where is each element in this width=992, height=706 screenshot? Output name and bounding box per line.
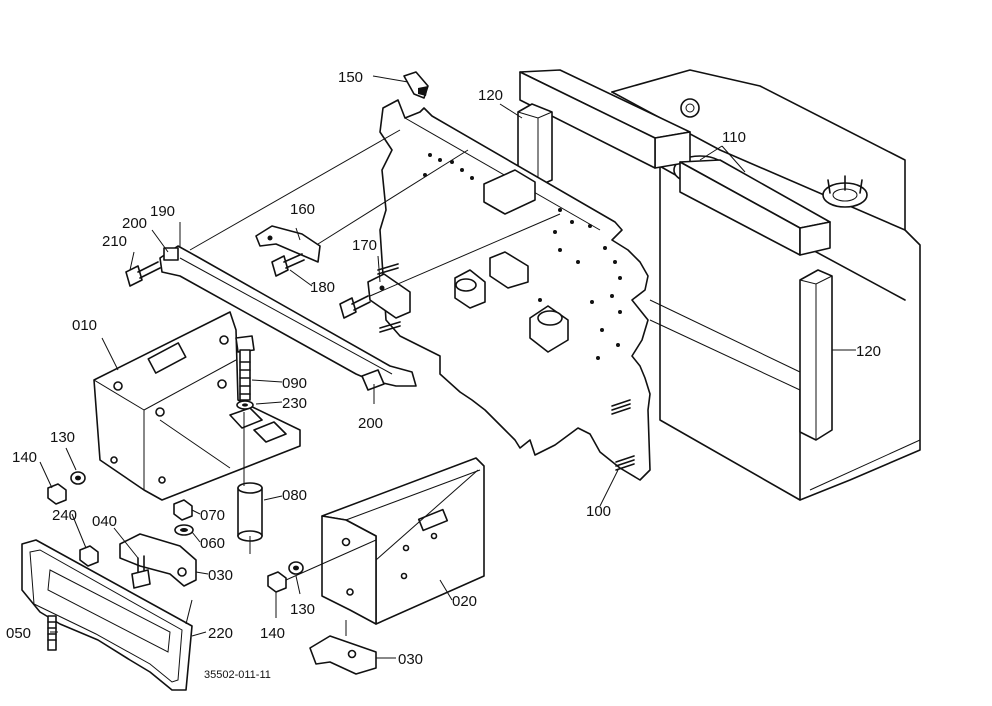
label-150: 150 <box>338 69 363 86</box>
label-170: 170 <box>352 237 377 254</box>
main-plate-100 <box>377 99 651 481</box>
label-100: 100 <box>586 503 611 520</box>
bolt-180 <box>271 253 305 277</box>
drawing-code: 35502-011-11 <box>204 669 271 681</box>
label-020: 020 <box>452 593 477 610</box>
label-050: 050 <box>6 625 31 642</box>
washer-130-left <box>70 471 86 485</box>
label-140-left: 140 <box>12 449 37 466</box>
label-140-right: 140 <box>260 625 285 642</box>
label-090: 090 <box>282 375 307 392</box>
bracket-020 <box>321 457 485 625</box>
washer-230 <box>236 400 254 410</box>
bracket-030-left <box>119 533 197 587</box>
label-070: 070 <box>200 507 225 524</box>
strap-190 <box>159 245 417 391</box>
leader-lines <box>39 75 856 659</box>
label-210: 210 <box>102 233 127 250</box>
label-080: 080 <box>282 487 307 504</box>
bracket-030-lower <box>309 635 377 675</box>
tank-cushion-upper-110 <box>519 69 831 256</box>
clip-150 <box>403 71 429 99</box>
label-030-left: 030 <box>208 567 233 584</box>
collar-080 <box>237 482 263 542</box>
washer-060 <box>174 524 194 536</box>
label-030-lower: 030 <box>398 651 423 668</box>
bolt-090 <box>235 335 255 401</box>
label-120-side: 120 <box>856 343 881 360</box>
bracket-170 <box>367 273 411 319</box>
label-130-left: 130 <box>50 429 75 446</box>
nut-140-left <box>47 483 67 505</box>
nut-240 <box>79 545 99 567</box>
label-220: 220 <box>208 625 233 642</box>
nut-070 <box>173 499 193 521</box>
nut-140-right <box>267 571 287 593</box>
label-040: 040 <box>92 513 117 530</box>
label-200-left: 200 <box>122 215 147 232</box>
bracket-160 <box>255 225 321 263</box>
washer-130-right <box>288 561 304 575</box>
bolt-180-b <box>339 295 371 319</box>
label-240: 240 <box>52 507 77 524</box>
label-200-right: 200 <box>358 415 383 432</box>
tank-cushion-side-120 <box>799 269 833 441</box>
part-labels: 150 120 110 120 160 170 180 190 200 210 … <box>6 69 881 681</box>
bracket-010 <box>93 311 301 501</box>
label-110: 110 <box>722 129 746 146</box>
bolt-210 <box>125 261 161 287</box>
label-120-top: 120 <box>478 87 503 104</box>
label-180: 180 <box>310 279 335 296</box>
plate-220 <box>21 539 193 691</box>
label-190: 190 <box>150 203 175 220</box>
label-010: 010 <box>72 317 97 334</box>
label-060: 060 <box>200 535 225 552</box>
stud-050 <box>47 615 57 651</box>
label-160: 160 <box>290 201 315 218</box>
label-230: 230 <box>282 395 307 412</box>
bolt-040 <box>131 555 151 589</box>
label-130-right: 130 <box>290 601 315 618</box>
